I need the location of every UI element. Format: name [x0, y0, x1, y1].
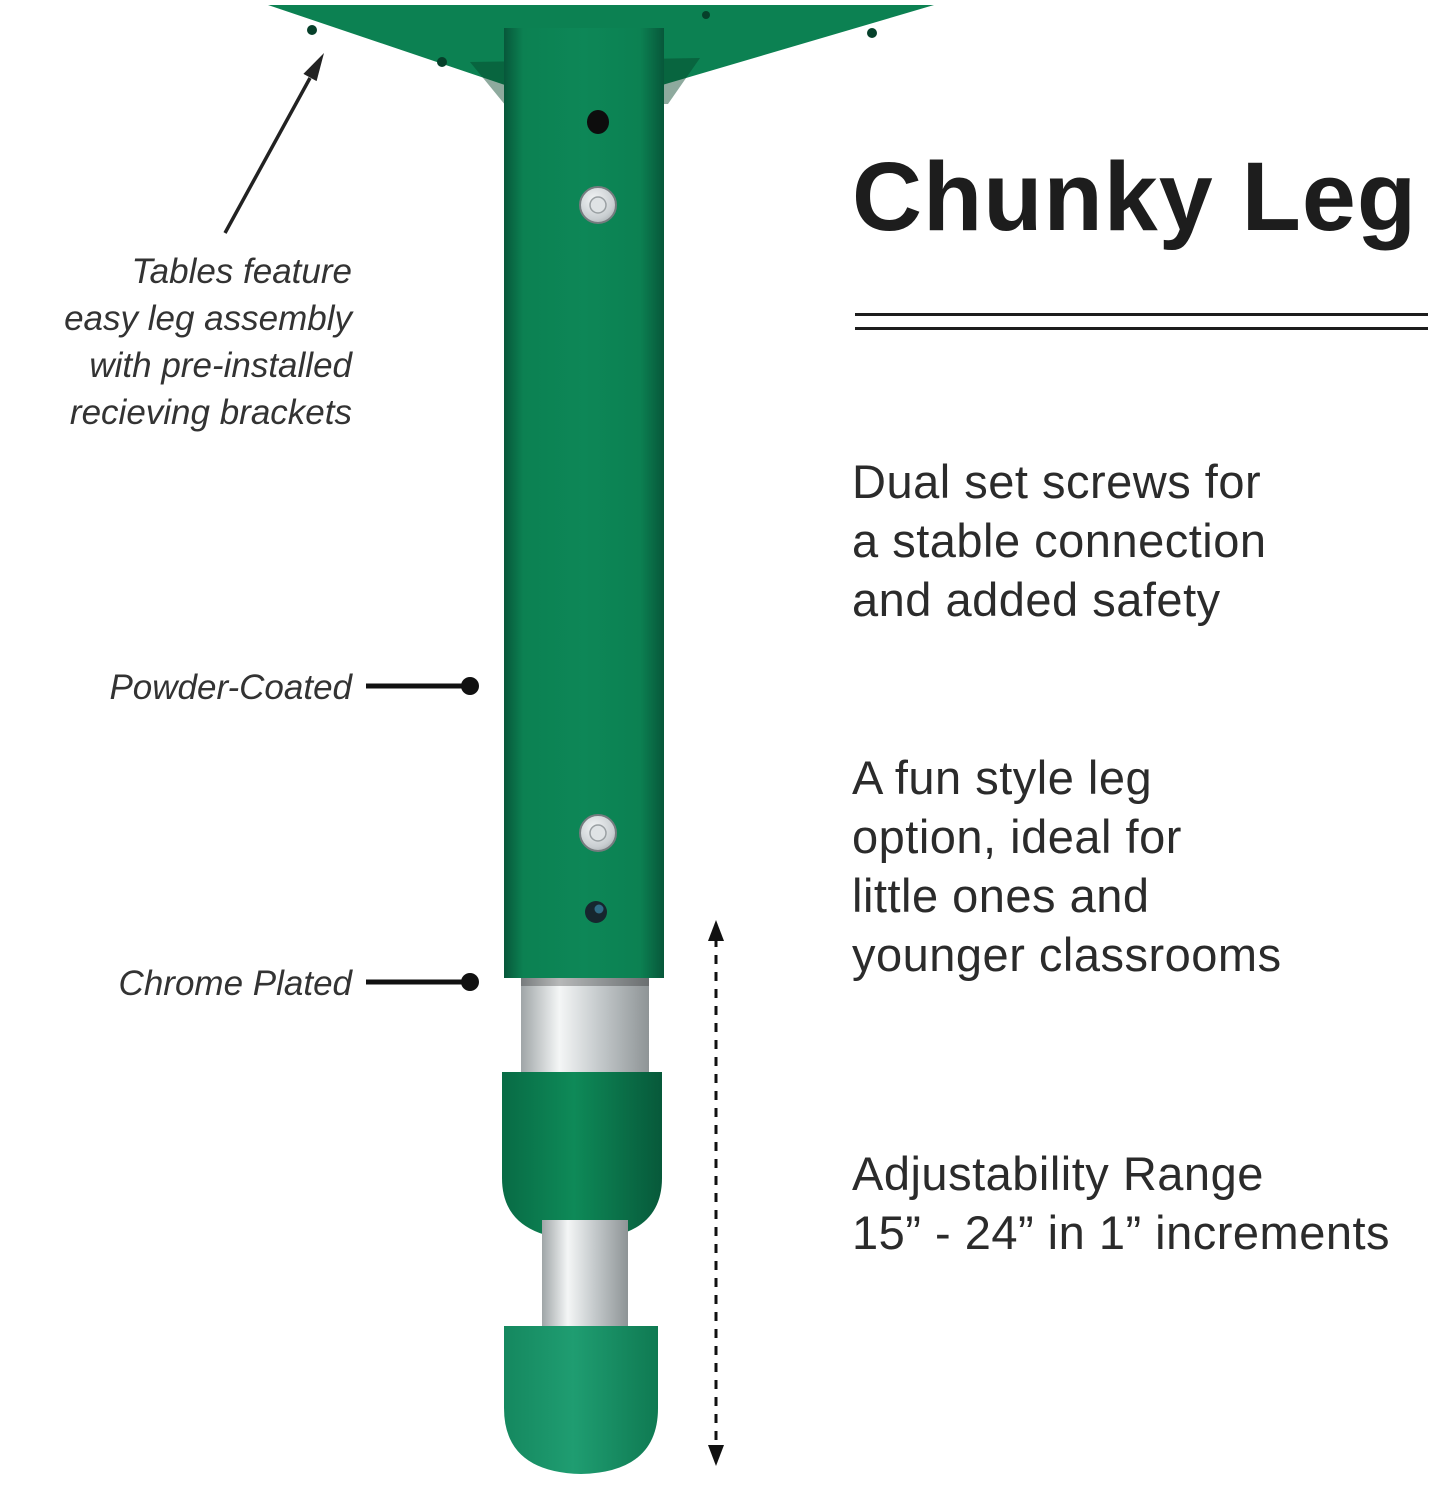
feature-dual-set-screws: Dual set screws for a stable connection … [852, 455, 1267, 626]
feature-adjustability-range: Adjustability Range 15” - 24” in 1” incr… [852, 1147, 1391, 1259]
plate-screw-hole [867, 28, 877, 38]
feature-fun-style: A fun style leg option, ideal for little… [852, 751, 1282, 981]
adjustability-measure-arrow [708, 920, 724, 1466]
set-screw-upper [579, 186, 617, 224]
mounting-plate [268, 5, 934, 106]
set-screw-lower [579, 814, 617, 852]
plate-screw-hole [702, 11, 710, 19]
chrome-plated-pointer-line [366, 973, 479, 991]
assembly-note: Tables feature easy leg assembly with pr… [64, 252, 352, 432]
plate-screw-hole [307, 25, 317, 35]
foot-cap [504, 1326, 658, 1474]
lower-adjustment-hole [585, 901, 607, 923]
plate-underside-shadow [470, 58, 700, 106]
title-double-underline [855, 313, 1428, 330]
upper-adjustment-hole [587, 110, 609, 134]
page-title: Chunky Leg [852, 142, 1418, 251]
plate-screw-hole [437, 57, 447, 67]
chrome-plated-label: Chrome Plated [118, 964, 352, 1003]
powder-coated-pointer-line [366, 677, 479, 695]
assembly-pointer-arrow [223, 53, 324, 234]
chrome-plated-upper-section [521, 978, 649, 1078]
powder-coated-leg-body [504, 28, 664, 978]
chrome-plated-lower-tube [542, 1220, 628, 1338]
adjustment-collar [502, 1072, 662, 1240]
powder-coated-label: Powder-Coated [109, 668, 352, 707]
